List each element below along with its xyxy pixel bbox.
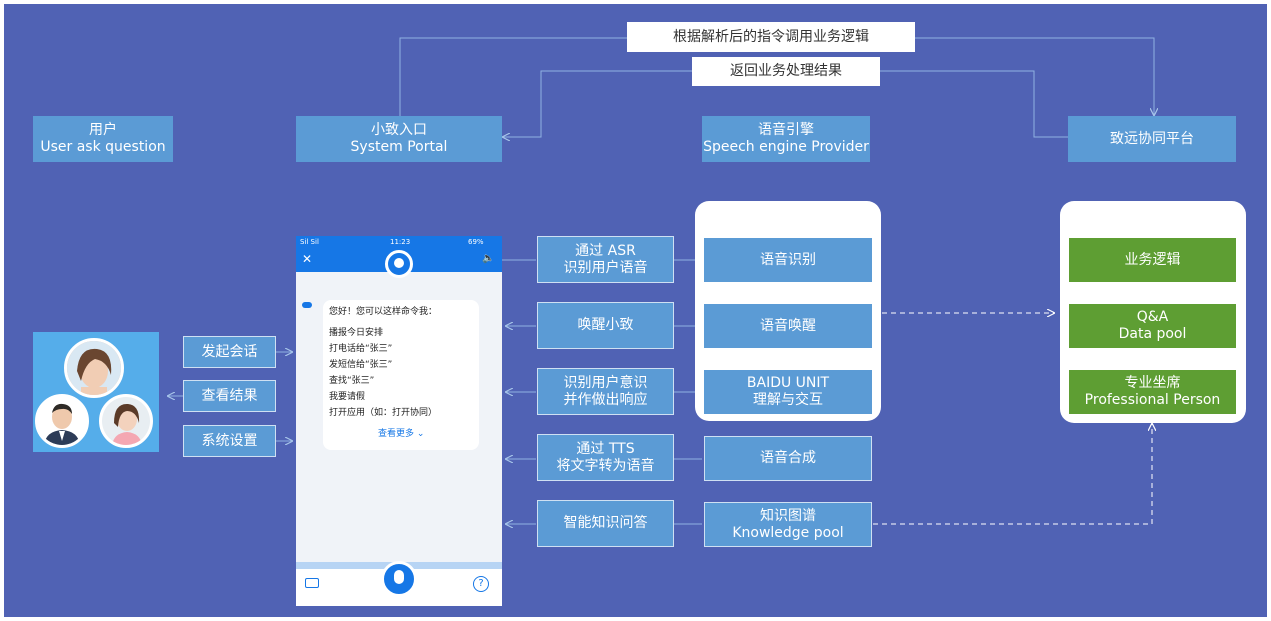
asr-label-line2: 识别用户语音 — [563, 259, 648, 276]
portal-header: 小致入口 System Portal — [296, 116, 502, 162]
speaker-icon[interactable]: 🔈 — [482, 253, 495, 264]
portal-header-subtitle: System Portal — [350, 139, 448, 155]
tts-label-line1: 通过 TTS — [576, 440, 635, 457]
engine-header: 语音引擎 Speech engine Provider — [702, 116, 870, 162]
command-item[interactable]: 我要请假 — [329, 392, 366, 402]
assistant-logo-icon — [385, 250, 413, 278]
professional-person-title: 专业坐席 — [1124, 375, 1181, 391]
command-item[interactable]: 打电话给“张三” — [329, 344, 393, 354]
qa-data-pool-subtitle: Data pool — [1118, 326, 1187, 342]
business-logic-box: 业务逻辑 — [1069, 238, 1236, 282]
chevron-down-icon: ⌄ — [416, 429, 425, 439]
qa-data-pool-box: Q&A Data pool — [1069, 304, 1236, 348]
platform-header: 致远协同平台 — [1068, 116, 1236, 162]
qa-data-pool-title: Q&A — [1136, 309, 1169, 325]
wake-label: 唤醒小致 — [537, 302, 674, 349]
command-item[interactable]: 查找“张三” — [329, 376, 375, 386]
greeting-text: 您好！您可以这样命令我： — [329, 307, 438, 317]
professional-person-box: 专业坐席 Professional Person — [1069, 370, 1236, 414]
users-photo — [33, 332, 159, 452]
voice-wake-box: 语音唤醒 — [704, 304, 872, 348]
tts-label-line2: 将文字转为语音 — [556, 457, 655, 474]
return-result-text: 返回业务处理结果 — [730, 63, 842, 79]
user-header-title: 用户 — [89, 122, 117, 138]
tts-label: 通过 TTS 将文字转为语音 — [537, 434, 674, 481]
start-session-label: 发起会话 — [183, 336, 276, 368]
speech-recognition-box: 语音识别 — [704, 238, 872, 282]
business-logic-text: 业务逻辑 — [1124, 251, 1181, 268]
status-time: 11:23 — [390, 238, 411, 246]
architecture-diagram: 根据解析后的指令调用业务逻辑 返回业务处理结果 用户 User ask ques… — [4, 4, 1267, 617]
baidu-unit-subtitle: 理解与交互 — [753, 392, 823, 408]
assistant-message-bubble: 您好！您可以这样命令我： 播报今日安排 打电话给“张三” 发短信给“张三” 查找… — [323, 300, 479, 450]
see-more-link[interactable]: 查看更多 ⌄ — [378, 428, 424, 440]
system-settings-label: 系统设置 — [183, 425, 276, 457]
speech-recognition-text: 语音识别 — [760, 251, 816, 268]
start-session-text: 发起会话 — [201, 343, 258, 360]
portal-header-title: 小致入口 — [371, 122, 427, 138]
see-more-text: 查看更多 — [378, 429, 415, 439]
intent-label-line2: 并作做出响应 — [563, 391, 648, 408]
intent-label: 识别用户意识 并作做出响应 — [537, 368, 674, 415]
asr-label: 通过 ASR 识别用户语音 — [537, 236, 674, 283]
command-item[interactable]: 打开应用（如：打开协同） — [329, 408, 438, 418]
platform-header-title: 致远协同平台 — [1110, 130, 1194, 147]
keyboard-icon[interactable] — [305, 578, 319, 588]
help-icon[interactable]: ? — [473, 576, 489, 592]
speech-synthesis-text: 语音合成 — [760, 450, 816, 466]
knowledge-graph-box: 知识图谱 Knowledge pool — [704, 502, 872, 547]
intent-label-line1: 识别用户意识 — [563, 374, 648, 391]
assistant-avatar-icon — [302, 302, 312, 308]
phone-status-bar: Sil Sil 11:23 69% — [296, 236, 502, 248]
microphone-icon — [394, 570, 404, 584]
engine-header-title: 语音引擎 — [758, 122, 814, 138]
view-result-text: 查看结果 — [201, 387, 258, 404]
baidu-unit-box: BAIDU UNIT 理解与交互 — [704, 370, 872, 414]
user-header: 用户 User ask question — [33, 116, 173, 162]
call-logic-note: 根据解析后的指令调用业务逻辑 — [627, 22, 915, 52]
microphone-button[interactable] — [381, 561, 417, 597]
phone-mockup: Sil Sil 11:23 69% ✕ 🔈 您好！您可以这样命令我： 播报今日安… — [296, 236, 502, 606]
qa-label: 智能知识问答 — [537, 500, 674, 547]
view-result-label: 查看结果 — [183, 380, 276, 412]
asr-label-line1: 通过 ASR — [575, 242, 636, 259]
call-logic-text: 根据解析后的指令调用业务逻辑 — [673, 28, 869, 45]
command-item[interactable]: 发短信给“张三” — [329, 360, 393, 370]
male-user-avatar — [35, 394, 89, 448]
user-header-subtitle: User ask question — [40, 139, 166, 155]
second-female-user-avatar — [99, 394, 153, 448]
command-item[interactable]: 播报今日安排 — [329, 328, 384, 338]
battery-level: 69% — [468, 238, 484, 246]
close-icon[interactable]: ✕ — [302, 252, 313, 266]
engine-header-subtitle: Speech engine Provider — [703, 139, 869, 155]
wake-label-line1: 唤醒小致 — [577, 317, 634, 333]
system-settings-text: 系统设置 — [201, 432, 258, 449]
signal-indicator: Sil Sil — [300, 238, 319, 246]
return-result-note: 返回业务处理结果 — [692, 57, 880, 86]
voice-wake-text: 语音唤醒 — [760, 317, 816, 334]
female-user-avatar — [64, 338, 124, 398]
qa-label-line1: 智能知识问答 — [563, 515, 648, 531]
baidu-unit-title: BAIDU UNIT — [746, 375, 830, 391]
knowledge-to-platform-connector — [873, 424, 1152, 525]
knowledge-graph-title: 知识图谱 — [760, 507, 816, 524]
speech-synthesis-box: 语音合成 — [704, 436, 872, 481]
professional-person-subtitle: Professional Person — [1084, 392, 1221, 408]
knowledge-graph-subtitle: Knowledge pool — [732, 524, 844, 541]
